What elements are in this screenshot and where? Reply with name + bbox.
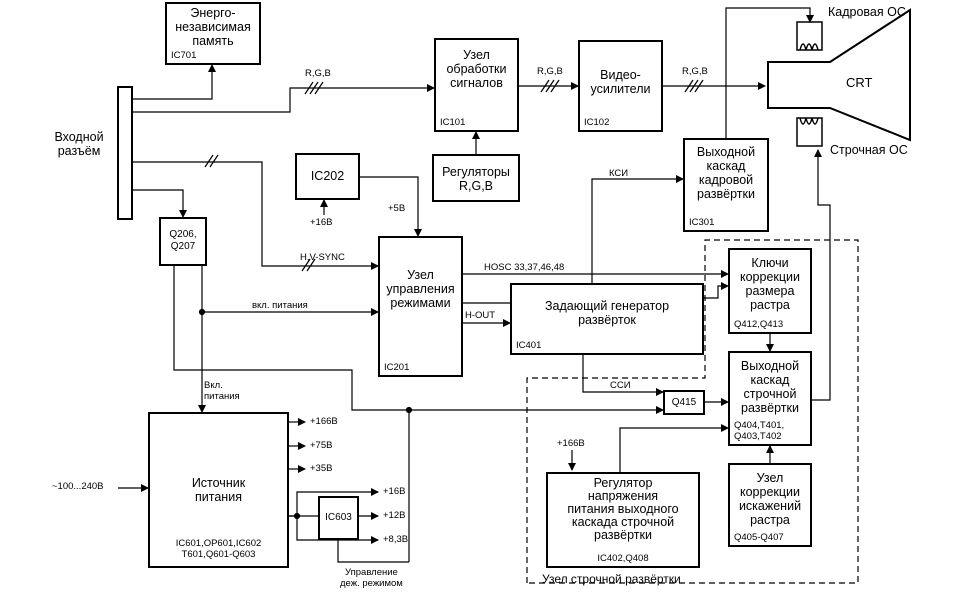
wire-out-83 [289,515,379,544]
frame-output-block: Выходной каскад кадровой развёртки IC301 [683,138,769,232]
wire-ic202-mode [360,176,422,237]
label-hvsync: H,V-SYNC [300,252,345,263]
size-keys-block: Ключи коррекции размера растра Q412,Q413 [728,248,812,334]
signal-proc-block: Узел обработки сигналов IC101 [434,38,519,132]
label-power-on: вкл. питания [252,300,308,311]
label-rgb-input: R,G,B [305,68,331,79]
label-power-on-psu: Вкл. питания [204,380,240,402]
wire-q206-q415 [173,266,664,414]
wire-lineout-yoke [812,149,831,401]
rgb-regulators-block: Регуляторы R,G,B [432,154,520,202]
label-out-75v: +75В [310,440,333,451]
label-out-16v: +16В [383,486,406,497]
master-gen-block: Задающий генератор развёрток IC401 [510,283,704,355]
wire-rgb-input [126,84,435,116]
frame-yoke-label: Кадровая ОС [828,5,906,19]
label-standby: Управление деж. режимом [340,567,403,589]
wire-reg-lineout [619,424,729,472]
label-hout: H-OUT [465,310,496,321]
crt-shape [767,8,911,142]
psu-block: Источник питания IC601,OP601,IC602 T601,… [148,412,289,568]
mode-control-block: Узел управления режимами IC201 [378,236,463,377]
label-mains: ~100...240В [52,481,104,492]
line-unit-border [526,239,859,584]
video-amp-block: Видео- усилители IC102 [578,40,663,132]
label-out-166v: +166В [310,416,338,427]
wire-gen-keys [704,282,729,299]
line-output-block: Выходной каскад строчной развёртки Q404,… [728,351,812,446]
label-rgb-signal: R,G,B [537,66,563,77]
line-yoke-label: Строчная ОС [830,143,908,157]
label-rgb-video: R,G,B [682,66,708,77]
input-connector [117,86,133,220]
label-ssi: ССИ [610,380,631,391]
ic603-block: IC603 [318,496,359,540]
label-5v: +5В [388,203,406,214]
wire-input-q206 [133,189,187,218]
label-166v-reg: +166В [557,438,585,449]
crt-label: CRT [846,75,873,90]
wire-hvsync [133,161,379,270]
wire-ssi [582,355,664,396]
wire-input-nvram [126,64,216,103]
label-out-35v: +35В [310,463,333,474]
frame-yoke-coil [796,21,823,51]
wire-frameout-yoke [725,7,814,138]
label-hosc: HOSC 33,37,46,48 [484,262,565,273]
line-yoke-coil [796,117,823,147]
wire-ic603-standby [337,540,409,563]
label-out-83v: +8,3В [383,534,409,545]
label-16v: +16В [310,217,333,228]
ic202-block: IC202 [295,153,360,200]
nvram-block: Энерго- независимая память IC701 [165,2,261,65]
q415-block: Q415 [663,390,705,415]
label-ksi: КСИ [609,168,629,179]
label-line-unit: Узел строчной развёртки [542,572,681,586]
input-connector-label: Входной разъём [54,130,104,158]
q206-block: Q206, Q207 [159,217,207,266]
label-out-12v: +12В [383,510,406,521]
distortion-block: Узел коррекции искажений растра Q405-Q40… [728,463,812,547]
hv-regulator-block: Регулятор напряжения питания выходного к… [546,472,700,568]
